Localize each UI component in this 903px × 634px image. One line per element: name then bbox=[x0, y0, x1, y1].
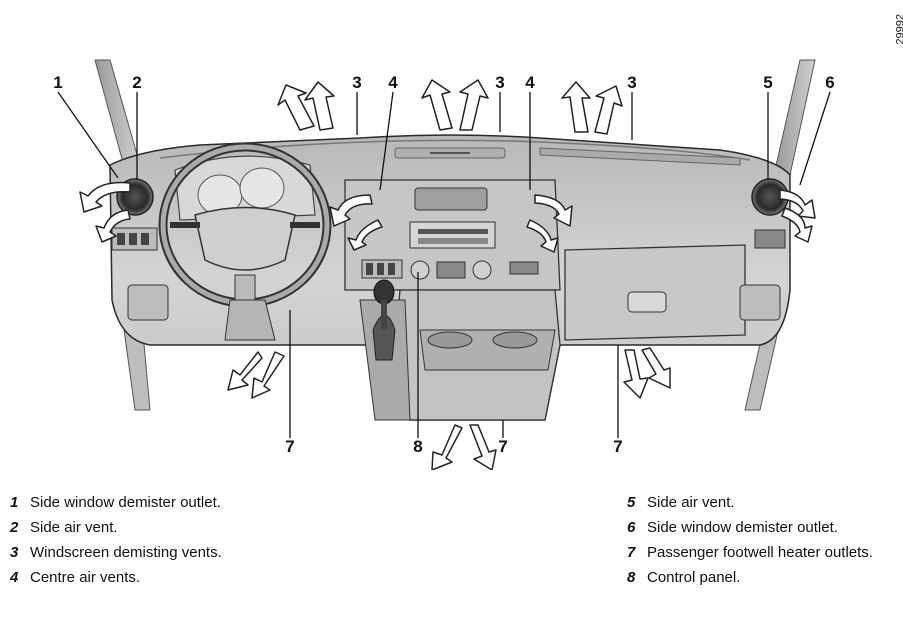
side-vent-arrow bbox=[781, 207, 813, 243]
legend-item: 5 Side air vent. bbox=[627, 490, 873, 515]
legend-number: 1 bbox=[10, 494, 19, 511]
radio-unit bbox=[409, 221, 496, 249]
right-switch-slot bbox=[754, 229, 786, 249]
callout-3: 3 bbox=[352, 73, 361, 92]
display-screen bbox=[414, 187, 488, 211]
legend-text: Side air vent. bbox=[30, 519, 118, 536]
demist-arrow bbox=[459, 79, 489, 131]
glove-box-handle bbox=[627, 291, 667, 313]
left-lower-cubby bbox=[127, 284, 169, 321]
legend-text: Centre air vents. bbox=[30, 569, 141, 586]
callout-4: 4 bbox=[525, 73, 535, 92]
legend-left-column: 1 Side window demister outlet. 2 Side air … bbox=[10, 490, 222, 590]
steering-column bbox=[224, 299, 276, 341]
callout-2: 2 bbox=[132, 73, 141, 92]
legend-number: 6 bbox=[627, 519, 636, 536]
side-vent-arrow bbox=[79, 181, 131, 213]
footwell-arrow bbox=[623, 349, 649, 399]
legend-item: 7 Passenger footwell heater outlets. bbox=[627, 540, 873, 565]
legend-item: 4 Centre air vents. bbox=[10, 565, 222, 590]
legend-text: Side air vent. bbox=[647, 494, 735, 511]
legend-right-column: 5 Side air vent. 6 Side window demister ou… bbox=[627, 490, 873, 590]
legend-text: Control panel. bbox=[647, 569, 741, 586]
legend-text: Side window demister outlet. bbox=[647, 519, 838, 536]
centre-vent-arrow bbox=[526, 219, 559, 253]
leader-lines bbox=[57, 91, 831, 438]
legend-number: 3 bbox=[10, 544, 19, 561]
legend-number: 5 bbox=[627, 494, 636, 511]
footwell-arrow bbox=[227, 351, 263, 391]
demist-arrow bbox=[594, 85, 623, 135]
heater-control-panel bbox=[410, 260, 492, 280]
callout-1: 1 bbox=[53, 73, 62, 92]
footwell-arrow bbox=[641, 347, 671, 389]
centre-vent-arrow bbox=[347, 219, 383, 251]
demist-arrow bbox=[304, 81, 335, 131]
legend-item: 6 Side window demister outlet. bbox=[627, 515, 873, 540]
legend-item: 8 Control panel. bbox=[627, 565, 873, 590]
demist-arrow bbox=[561, 81, 591, 133]
right-lower-cubby bbox=[739, 284, 781, 321]
footwell-arrow bbox=[251, 351, 285, 399]
callout-5: 5 bbox=[763, 73, 772, 92]
centre-vent-arrow bbox=[534, 194, 573, 227]
legend-text: Side window demister outlet. bbox=[30, 494, 221, 511]
legend-number: 7 bbox=[627, 544, 636, 561]
demist-arrow bbox=[421, 79, 453, 131]
callout-7: 7 bbox=[498, 437, 507, 456]
gear-lever bbox=[359, 279, 411, 421]
callout-4: 4 bbox=[388, 73, 398, 92]
airflow-arrows bbox=[79, 79, 816, 470]
callout-3: 3 bbox=[495, 73, 504, 92]
legend-text: Passenger footwell heater outlets. bbox=[647, 544, 873, 561]
centre-vent-arrow bbox=[329, 194, 373, 227]
legend-text: Windscreen demisting vents. bbox=[30, 544, 222, 561]
legend-item: 3 Windscreen demisting vents. bbox=[10, 540, 222, 565]
legend-number: 8 bbox=[627, 569, 636, 586]
demist-arrow bbox=[277, 84, 315, 131]
side-vent-arrow bbox=[779, 189, 816, 219]
callout-7: 7 bbox=[285, 437, 294, 456]
callout-3: 3 bbox=[627, 73, 636, 92]
windscreen-vent-strip bbox=[539, 147, 741, 166]
footwell-arrow bbox=[469, 424, 497, 470]
legend-number: 4 bbox=[10, 569, 19, 586]
legend-number: 2 bbox=[10, 519, 19, 536]
callout-8: 8 bbox=[413, 437, 422, 456]
dashboard-illustration: 1 2 3 4 3 4 3 5 6 7 8 7 7 bbox=[53, 59, 835, 470]
right-console-slot bbox=[509, 261, 539, 275]
footwell-arrow bbox=[431, 424, 463, 470]
legend-item: 2 Side air vent. bbox=[10, 515, 222, 540]
side-vent-arrow bbox=[95, 209, 131, 243]
legend-item: 1 Side window demister outlet. bbox=[10, 490, 222, 515]
callout-7: 7 bbox=[613, 437, 622, 456]
callout-6: 6 bbox=[825, 73, 834, 92]
